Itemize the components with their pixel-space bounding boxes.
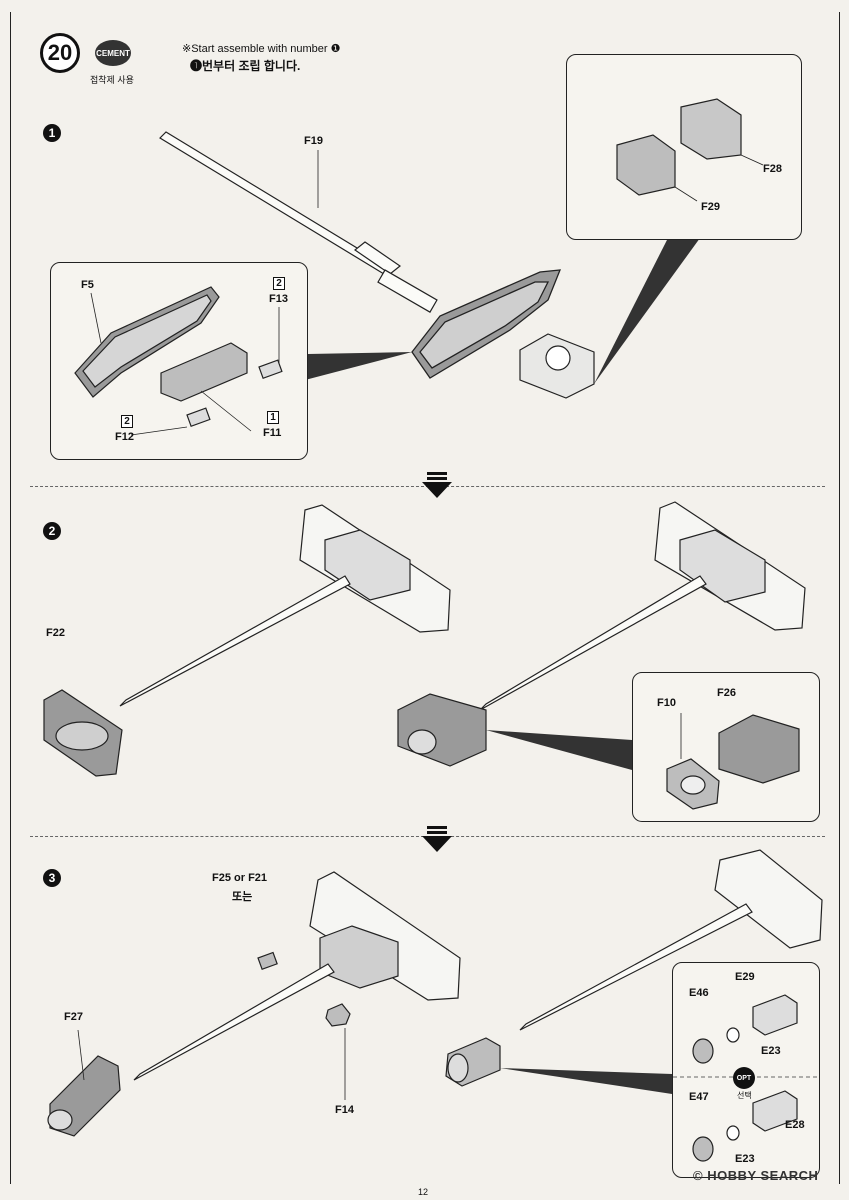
assembly-note-en: ※Start assemble with number ❶ [182, 43, 341, 55]
part-label-e23-top: E23 [761, 1045, 781, 1057]
part-label-f13: F13 [269, 293, 288, 305]
part-label-f14: F14 [335, 1104, 354, 1116]
part-label-f28: F28 [763, 163, 782, 175]
inset-panel-f26: F10 F26 [632, 672, 820, 822]
part-label-e29: E29 [735, 971, 755, 983]
assembly-note-kr: ❶번부터 조립 합니다. [190, 59, 301, 73]
qty-f11: 1 [267, 411, 282, 424]
step-number-badge: 20 [40, 33, 80, 73]
inset-muzzle-drawing [673, 994, 819, 1162]
part-label-f5: F5 [81, 279, 94, 291]
opt-kr-label: 선택 [737, 1091, 752, 1100]
section-marker-1: 1 [43, 124, 61, 142]
part-label-f26: F26 [717, 687, 736, 699]
part-label-f29: F29 [701, 201, 720, 213]
opt-badge-label: OPT [736, 1074, 752, 1082]
qty-box-f13: 2 [273, 277, 285, 290]
part-label-e47: E47 [689, 1091, 709, 1103]
part-label-e46: E46 [689, 987, 709, 999]
inset-f5-drawing [74, 286, 283, 436]
part-label-f10: F10 [657, 697, 676, 709]
part-label-e23-bottom: E23 [735, 1153, 755, 1165]
page-frame [10, 12, 840, 1184]
part-label-e28: E28 [785, 1119, 805, 1131]
cement-kr-label: 접착제 사용 [90, 75, 134, 85]
part-label-f19: F19 [304, 135, 323, 147]
qty-f13: 2 [273, 277, 288, 290]
section-marker-2: 2 [43, 522, 61, 540]
qty-box-f11: 1 [267, 411, 279, 424]
cement-icon: CEMENT [95, 40, 131, 66]
part-label-f22: F22 [46, 627, 65, 639]
part-label-f11: F11 [263, 427, 282, 439]
inset-panel-f28: F28 F29 [566, 54, 802, 240]
down-arrow-icon [422, 472, 452, 498]
opt-badge-icon: OPT [733, 1067, 755, 1089]
cement-label: CEMENT [96, 48, 130, 58]
hobby-search-logo: © HOBBY SEARCH [693, 1168, 819, 1183]
page-number: 12 [418, 1187, 429, 1197]
part-label-or-kr: 또는 [232, 891, 253, 903]
down-arrow-icon [422, 826, 452, 852]
inset-panel-f5: F5 2 F13 2 F12 1 F11 [50, 262, 308, 460]
part-label-f25-f21: F25 or F21 [212, 872, 268, 884]
step-number: 20 [47, 40, 73, 65]
qty-f12: 2 [121, 415, 136, 428]
part-label-f12: F12 [115, 431, 134, 443]
inset-f28-drawing [616, 98, 764, 202]
part-label-f27: F27 [64, 1011, 83, 1023]
inset-panel-muzzle: E29 E46 E23 OPT 선택 E47 E28 E23 [672, 962, 820, 1178]
inset-f26-drawing [666, 713, 800, 810]
section-marker-3: 3 [43, 869, 61, 887]
qty-box-f12: 2 [121, 415, 133, 428]
